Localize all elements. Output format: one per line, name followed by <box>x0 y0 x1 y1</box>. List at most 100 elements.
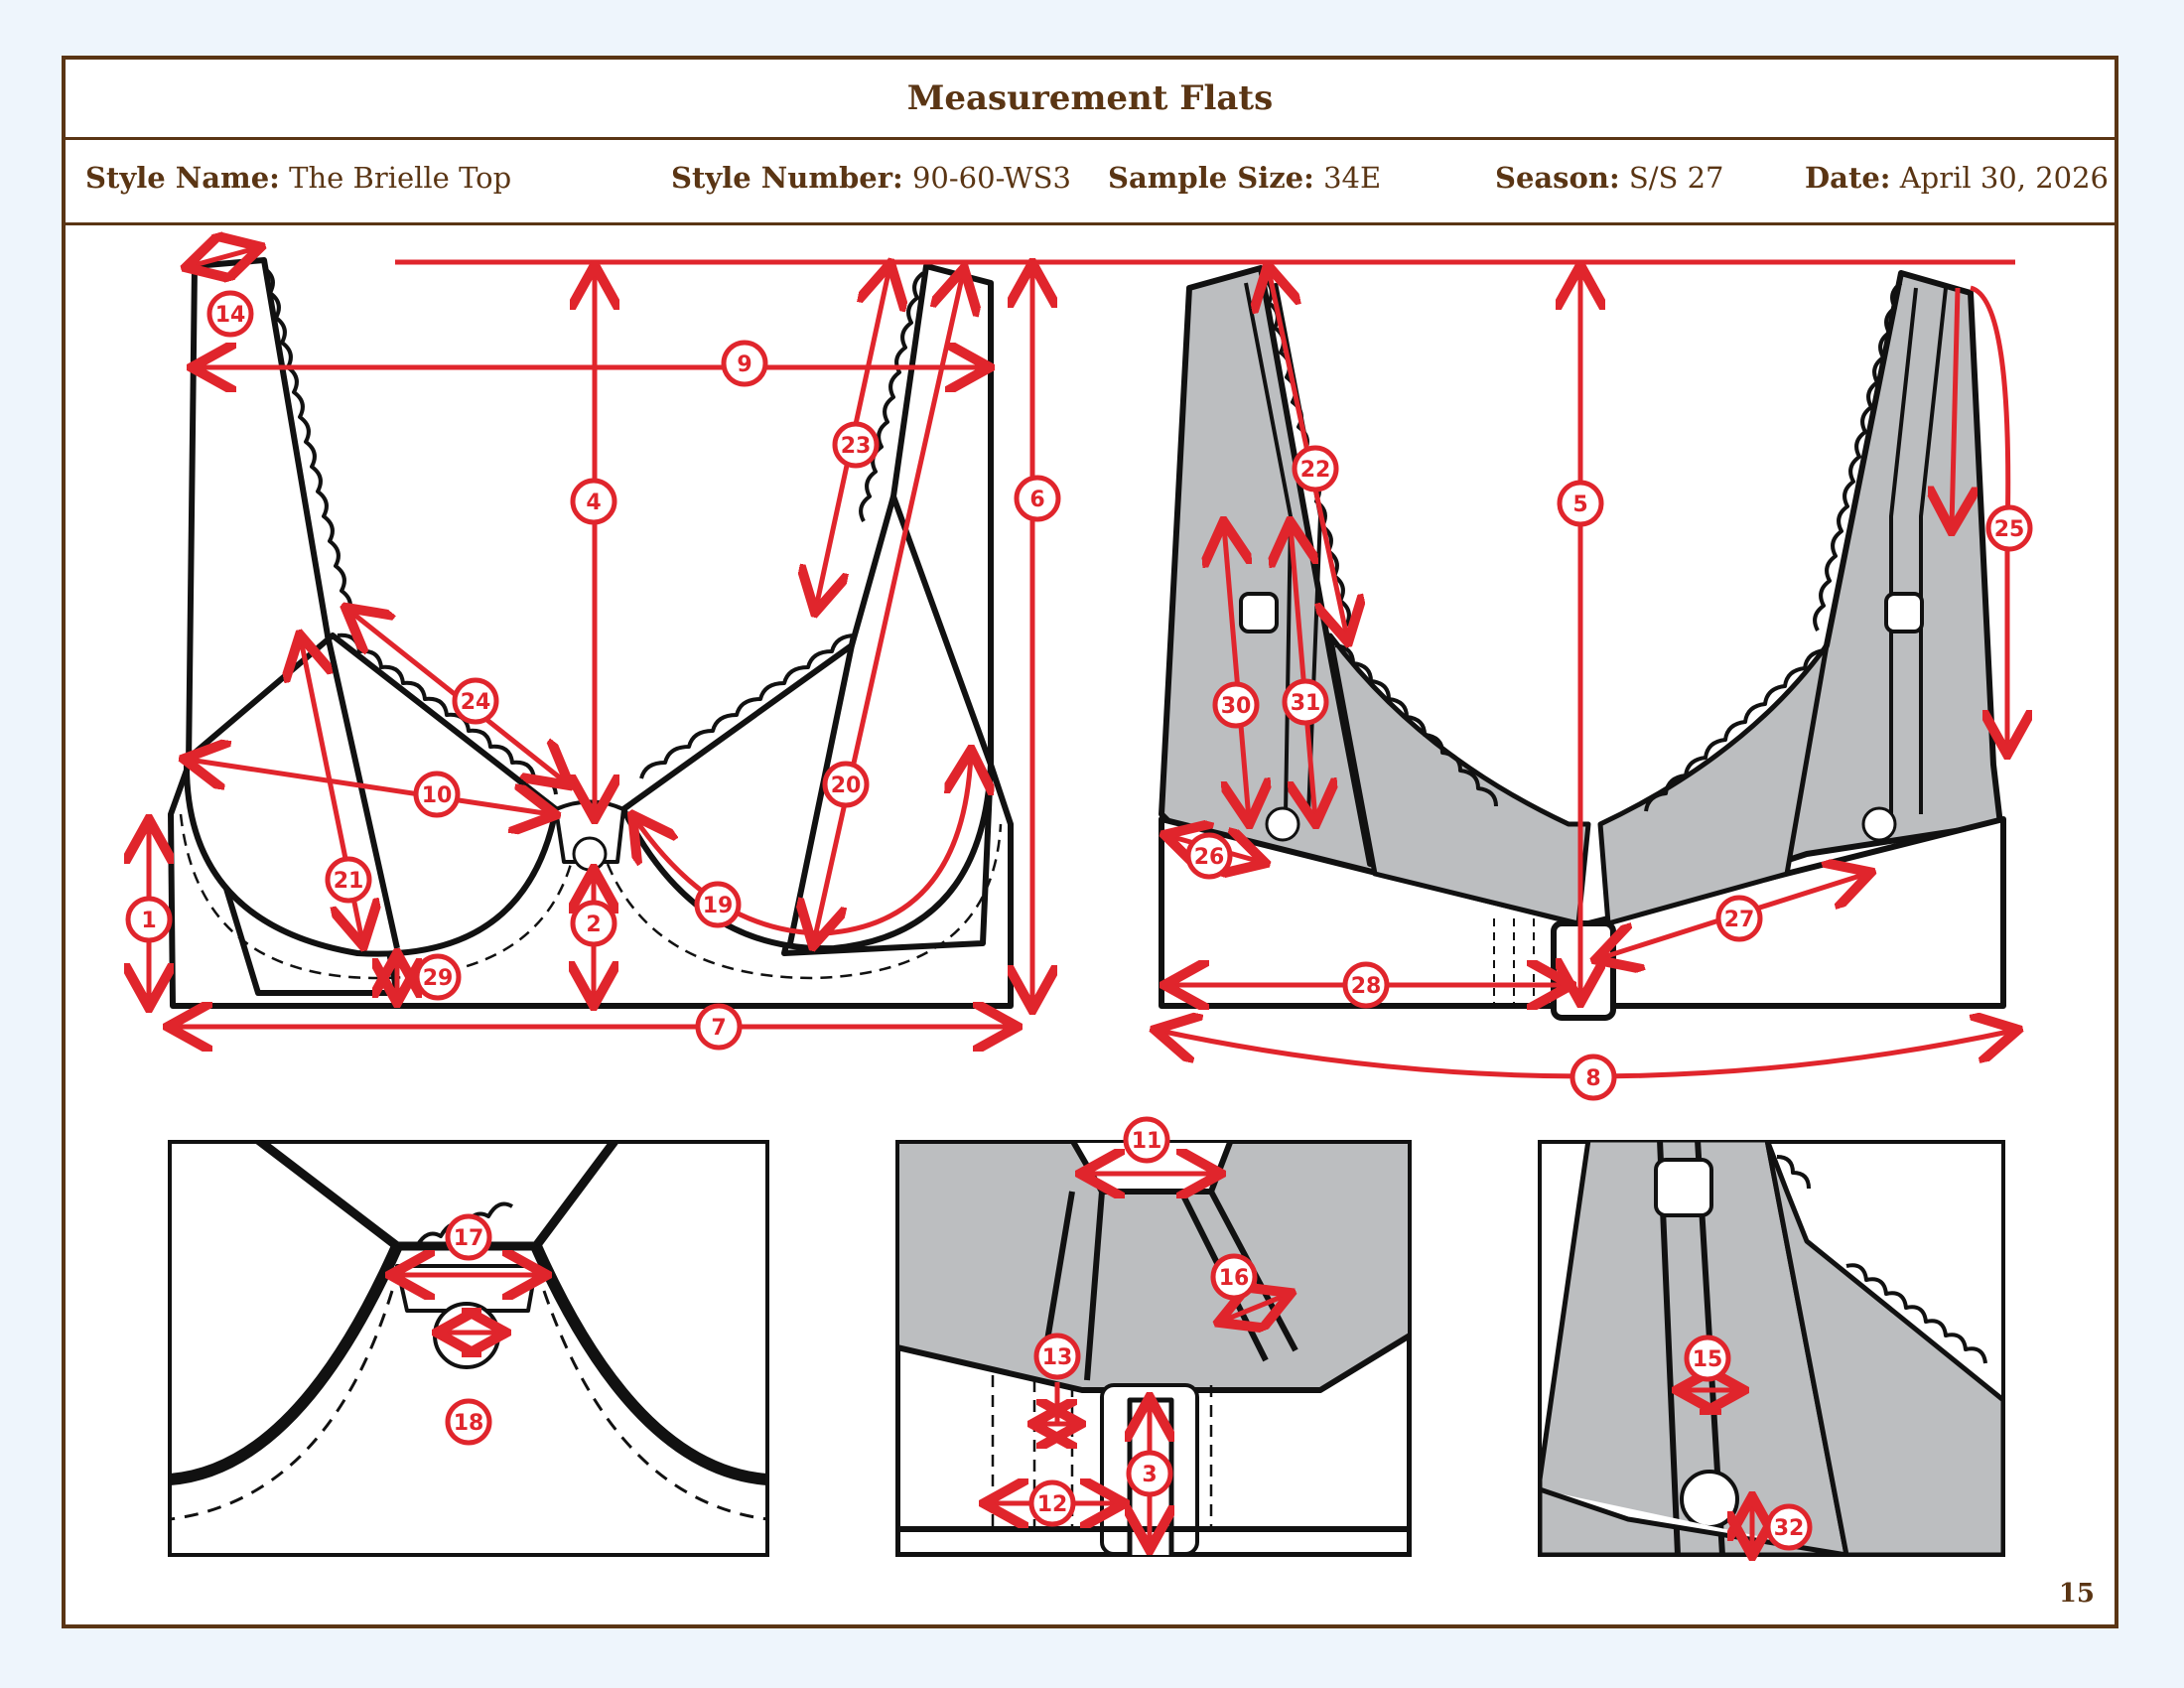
callout-circle <box>1123 1116 1170 1164</box>
callout-circle <box>1684 1335 1731 1382</box>
callout-5: 5 <box>1557 480 1604 527</box>
page-title: Measurement Flats <box>906 78 1274 118</box>
sample-size-value: 34E <box>1323 161 1382 195</box>
callout-12: 12 <box>1028 1479 1076 1527</box>
callout-number: 9 <box>737 352 751 377</box>
callout-19: 19 <box>694 881 742 928</box>
style-name-label: Style Name: <box>85 161 280 195</box>
sample-size: Sample Size: 34E <box>1108 161 1381 195</box>
date: Date: April 30, 2026 <box>1805 161 2109 195</box>
callout-21: 21 <box>325 856 372 904</box>
measure-line-31 <box>1291 526 1315 819</box>
season-label: Season: <box>1495 161 1620 195</box>
callout-circle <box>445 1213 492 1261</box>
callout-circle <box>445 1398 492 1446</box>
callout-number: 17 <box>454 1226 484 1251</box>
center-bow <box>572 836 608 872</box>
page-number: 15 <box>2058 1579 2095 1609</box>
callout-number: 19 <box>703 894 734 918</box>
callout-number: 20 <box>831 774 862 798</box>
callout-circle <box>695 1003 743 1051</box>
back-right-lace <box>1644 281 1903 812</box>
callout-circle <box>413 771 461 818</box>
callout-8: 8 <box>1570 1054 1617 1101</box>
callout-circle <box>1126 1450 1173 1497</box>
callout-circle <box>570 478 617 525</box>
callout-number: 10 <box>422 783 453 808</box>
callout-29: 29 <box>414 953 462 1001</box>
callout-1: 1 <box>125 896 173 943</box>
style-name: Style Name: The Brielle Top <box>85 161 511 195</box>
callout-2: 2 <box>570 900 617 947</box>
style-name-value: The Brielle Top <box>289 161 512 195</box>
style-number: Style Number: 90-60-WS3 <box>671 161 1071 195</box>
callout-circle <box>1985 504 2033 552</box>
sample-size-label: Sample Size: <box>1108 161 1314 195</box>
callout-11: 11 <box>1123 1116 1170 1164</box>
detail-center-front <box>168 1140 769 1557</box>
measure-line-16 <box>1223 1295 1287 1321</box>
callout-14: 14 <box>206 290 254 338</box>
callout-number: 24 <box>461 690 491 715</box>
callout-6: 6 <box>1014 475 1061 522</box>
date-label: Date: <box>1805 161 1891 195</box>
callout-circle <box>1212 681 1260 729</box>
callout-circle <box>206 290 254 338</box>
callout-number: 31 <box>1291 691 1321 716</box>
callout-number: 29 <box>423 966 454 991</box>
callout-circle <box>694 881 742 928</box>
measure-line-30 <box>1224 526 1249 819</box>
callout-number: 23 <box>841 434 872 459</box>
callout-number: 5 <box>1572 492 1587 517</box>
callout-number: 14 <box>215 303 246 328</box>
callout-circle <box>414 953 462 1001</box>
callout-circle <box>1292 445 1339 492</box>
back-right-ring <box>1861 806 1897 842</box>
detail-strap <box>1538 1140 2005 1557</box>
callout-circle <box>822 761 870 808</box>
callout-15: 15 <box>1684 1335 1731 1382</box>
style-number-value: 90-60-WS3 <box>911 161 1071 195</box>
callout-circle <box>721 340 768 387</box>
callout-number: 26 <box>1194 845 1225 870</box>
season-value: S/S 27 <box>1628 161 1724 195</box>
back-hook-closure <box>1551 920 1616 1021</box>
callout-number: 4 <box>586 491 601 515</box>
callout-30: 30 <box>1212 681 1260 729</box>
back-right-strap-lines <box>1889 287 1948 814</box>
callout-number: 28 <box>1351 974 1382 999</box>
callout-circle <box>1557 480 1604 527</box>
callout-circle <box>452 677 499 725</box>
callout-31: 31 <box>1282 678 1329 726</box>
callout-27: 27 <box>1715 895 1763 942</box>
callout-circle <box>1765 1503 1813 1551</box>
callout-number: 25 <box>1994 517 2025 542</box>
callout-circle <box>1014 475 1061 522</box>
callout-24: 24 <box>452 677 499 725</box>
callout-number: 7 <box>711 1016 726 1041</box>
callout-22: 22 <box>1292 445 1339 492</box>
measure-line-25-start <box>1952 287 1958 526</box>
callout-17: 17 <box>445 1213 492 1261</box>
callout-number: 27 <box>1724 908 1755 932</box>
callout-number: 32 <box>1774 1516 1805 1541</box>
date-value: April 30, 2026 <box>1899 161 2109 195</box>
callout-circle <box>125 896 173 943</box>
style-number-label: Style Number: <box>671 161 903 195</box>
style-info-bar: Style Name: The Brielle Top Style Number… <box>66 137 2115 225</box>
callout-9: 9 <box>721 340 768 387</box>
callout-number: 3 <box>1142 1463 1157 1487</box>
callout-3: 3 <box>1126 1450 1173 1497</box>
callout-circle <box>1028 1479 1076 1527</box>
callout-number: 16 <box>1219 1266 1250 1291</box>
callout-number: 1 <box>141 909 156 933</box>
measure-line-14 <box>191 248 256 266</box>
callout-number: 11 <box>1132 1129 1162 1154</box>
callout-number: 22 <box>1300 458 1331 483</box>
callout-circle <box>1570 1054 1617 1101</box>
callout-circle <box>1033 1333 1081 1380</box>
callout-13: 13 <box>1033 1333 1081 1380</box>
callout-number: 13 <box>1042 1345 1073 1370</box>
